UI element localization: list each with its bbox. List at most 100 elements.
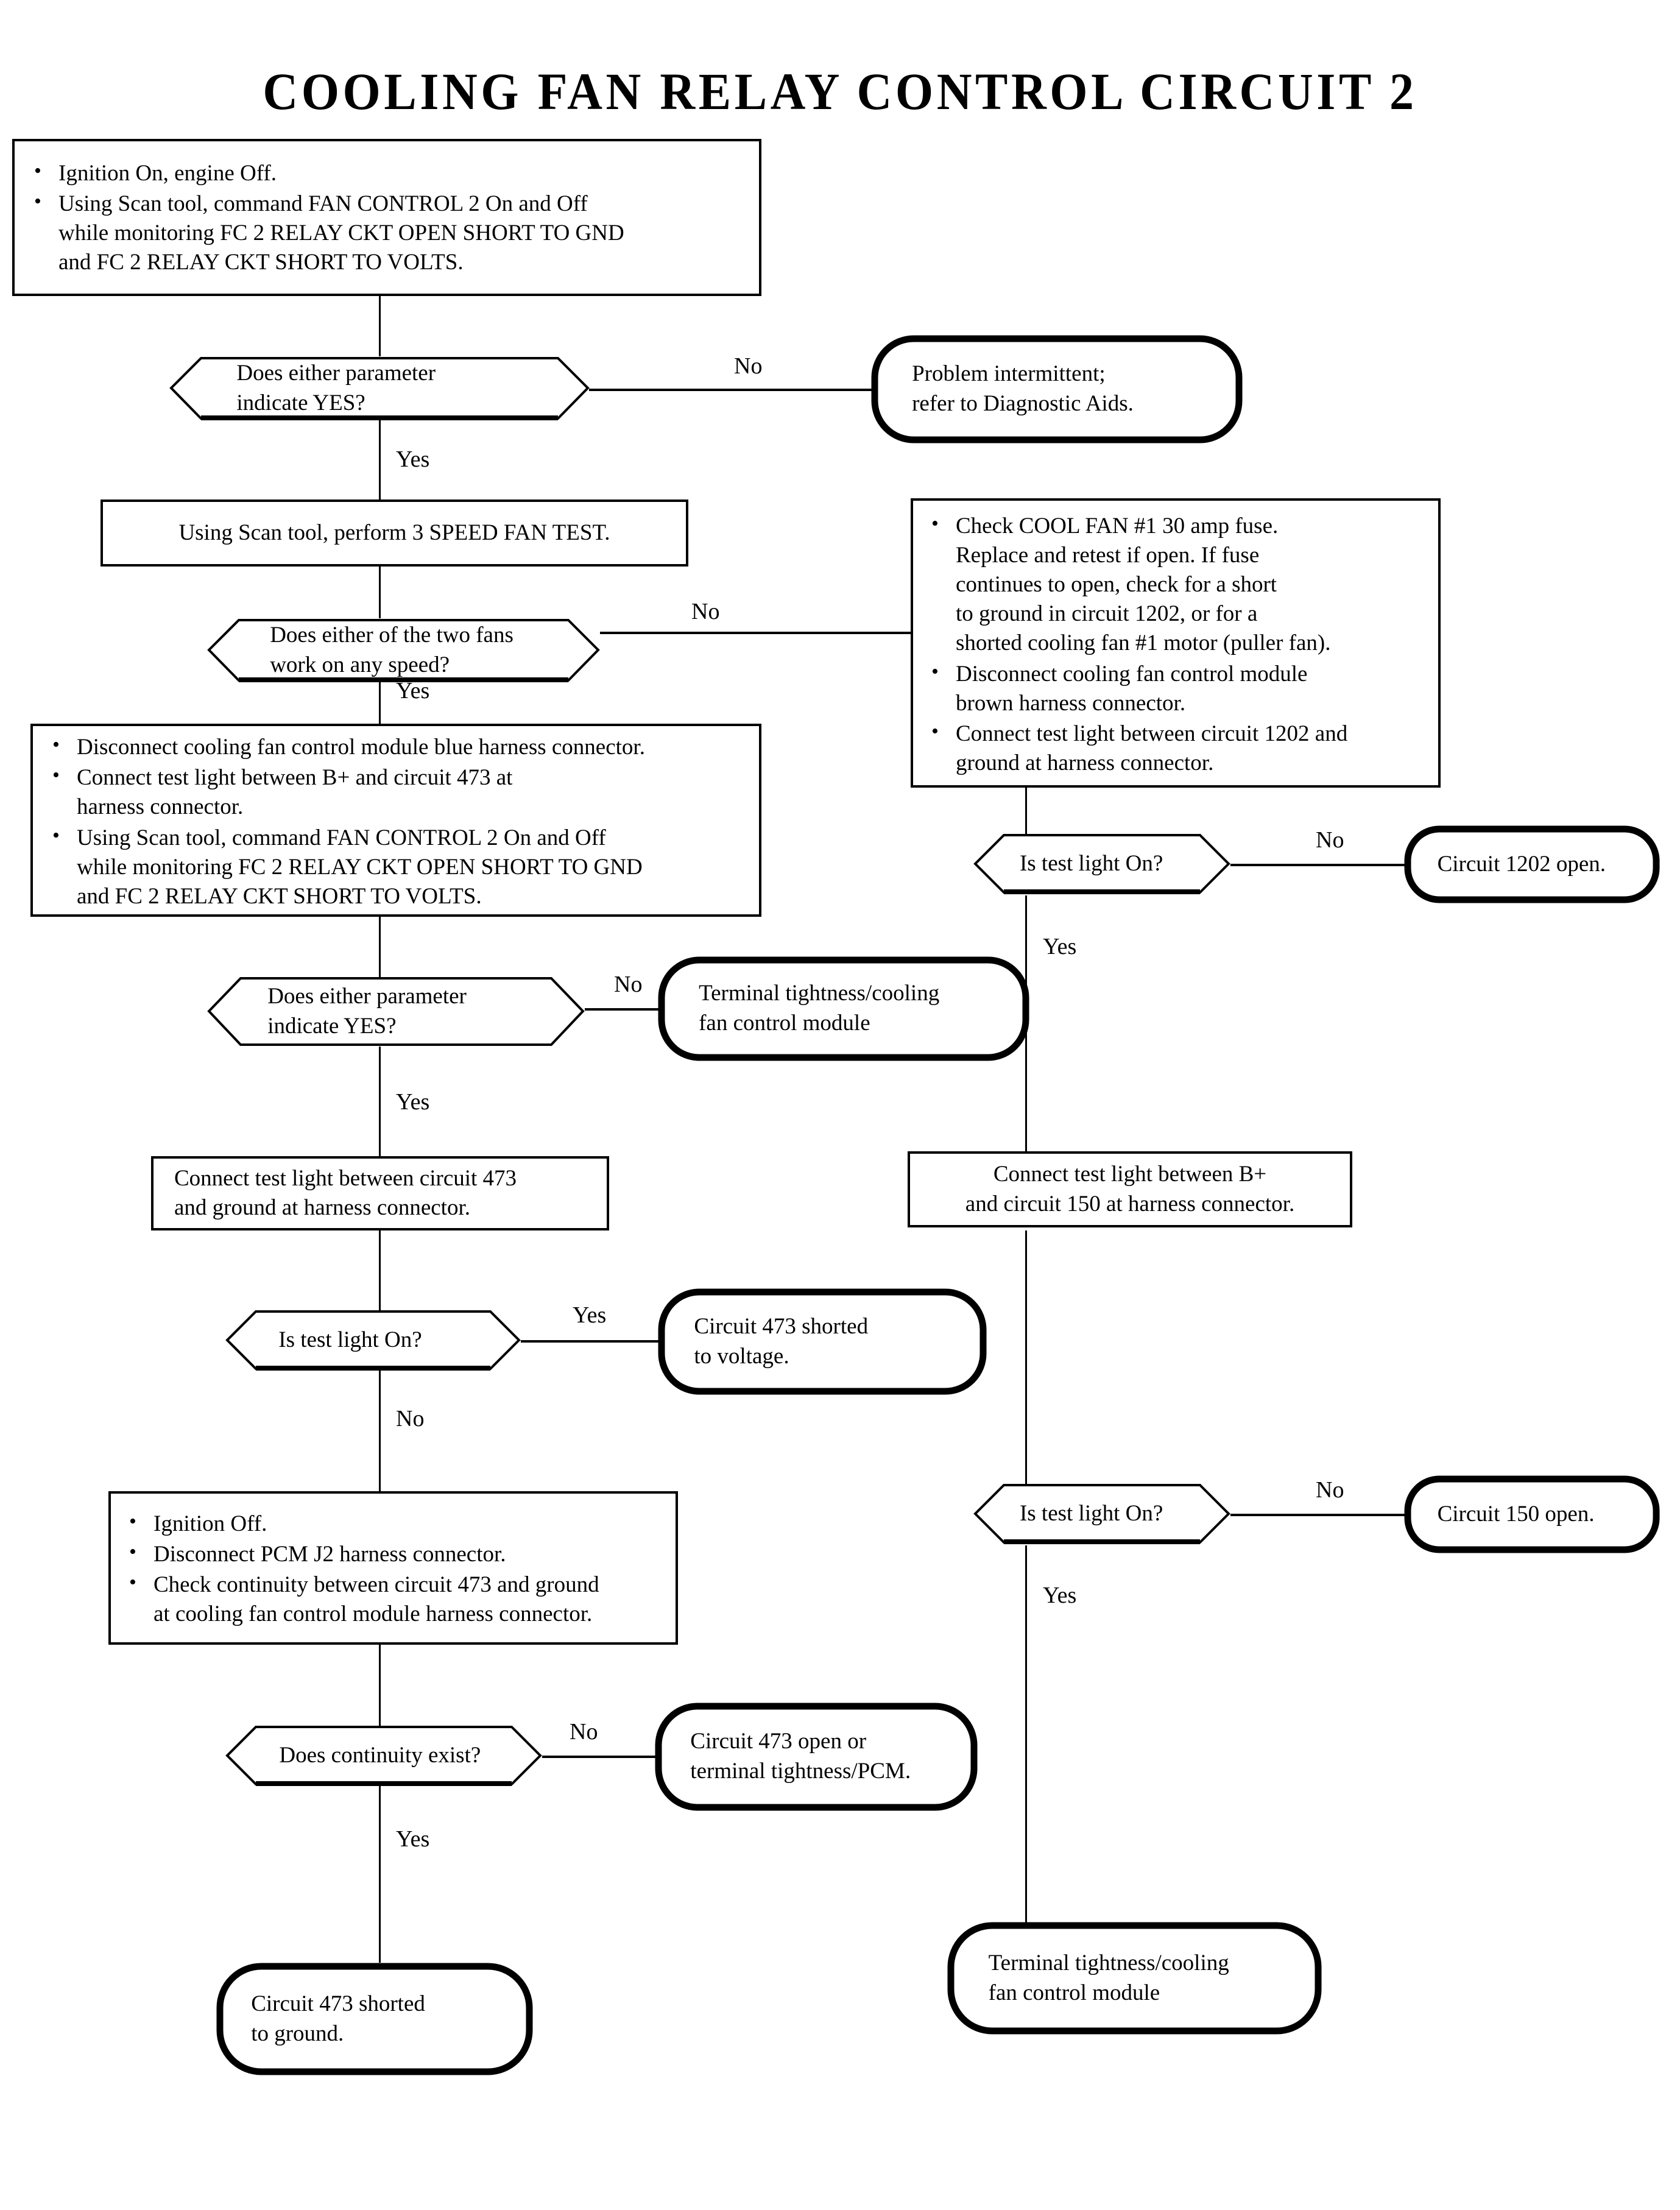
terminal-label: Circuit 150 open.: [1437, 1501, 1595, 1527]
decision-label: Is test light On?: [278, 1327, 422, 1352]
terminal-label: Circuit 1202 open.: [1437, 851, 1606, 877]
connector-d7-t7: [379, 1786, 381, 1963]
connector-d2-n3: [600, 632, 911, 634]
edge-label-d5-no: No: [396, 1406, 425, 1432]
hexagon-shape: [973, 1484, 1230, 1544]
bullet-item: Using Scan tool, command FAN CONTROL 2 O…: [24, 188, 747, 277]
terminal-terminal-tightness-2: Terminal tightness/cooling fan control m…: [947, 1922, 1322, 2035]
rounded-terminal-shape: [1404, 1475, 1660, 1553]
edge-label-d7-yes: Yes: [396, 1826, 430, 1852]
decision-test-light-on-150: Is test light On?: [973, 1483, 1230, 1544]
process-label: Using Scan tool, perform 3 SPEED FAN TES…: [178, 520, 610, 545]
terminal-label: Circuit 473 shorted to voltage.: [694, 1313, 869, 1369]
bullet-item: Check COOL FAN #1 30 amp fuse. Replace a…: [922, 510, 1427, 658]
connector-d1-n2: [379, 420, 381, 500]
terminal-circuit-1202-open: Circuit 1202 open.: [1404, 825, 1660, 903]
edge-label-d1-no: No: [734, 353, 763, 379]
connector-d4-t3: [585, 1008, 667, 1011]
decision-label: Does either parameter indicate YES?: [236, 360, 436, 415]
bullet-item: Check continuity between circuit 473 and…: [119, 1569, 666, 1629]
edge-label-d6-yes: Yes: [1043, 1583, 1077, 1608]
decision-label: Does continuity exist?: [279, 1742, 481, 1768]
hexagon-shape: [207, 619, 600, 682]
connector-d6-t8: [1025, 1545, 1027, 1923]
process-box-initial-conditions: Ignition On, engine Off. Using Scan tool…: [12, 139, 761, 296]
connector-n6-d6: [1025, 1230, 1027, 1492]
terminal-label: Circuit 473 shorted to ground.: [251, 1991, 425, 2046]
terminal-circuit-473-open-pcm: Circuit 473 open or terminal tightness/P…: [655, 1703, 978, 1811]
terminal-label: Terminal tightness/cooling fan control m…: [988, 1950, 1229, 2005]
process-label: Connect test light between B+ and circui…: [965, 1162, 1295, 1216]
decision-label: Is test light On?: [1019, 1500, 1163, 1526]
bullet-item: Ignition Off.: [119, 1508, 666, 1539]
process-box-check-continuity: Ignition Off. Disconnect PCM J2 harness …: [108, 1491, 678, 1645]
edge-label-d3-yes: Yes: [1043, 934, 1077, 959]
rounded-terminal-shape: [216, 1963, 533, 2075]
connector-d4-n5: [379, 1047, 381, 1156]
terminal-circuit-473-shorted-voltage: Circuit 473 shorted to voltage.: [658, 1288, 987, 1395]
connector-n2-d2: [379, 567, 381, 618]
connector-n1-d1: [379, 295, 381, 356]
edge-label-d3-no: No: [1316, 827, 1344, 853]
connector-d1-t1: [589, 389, 872, 391]
terminal-label: Circuit 473 open or terminal tightness/P…: [690, 1729, 911, 1784]
hexagon-shape: [225, 1726, 542, 1786]
edge-label-d6-no: No: [1316, 1477, 1344, 1503]
edge-label-d1-yes: Yes: [396, 447, 430, 472]
terminal-label: Problem intermittent; refer to Diagnosti…: [912, 361, 1134, 416]
rounded-terminal-shape: [655, 1703, 978, 1811]
rounded-terminal-shape: [658, 956, 1029, 1061]
decision-either-fan-works: Does either of the two fans work on any …: [207, 618, 600, 682]
decision-label: Does either of the two fans work on any …: [270, 622, 514, 677]
page-title: COOLING FAN RELAY CONTROL CIRCUIT 2: [263, 62, 1417, 121]
decision-test-light-on-473: Is test light On?: [225, 1310, 521, 1371]
process-box-test-light-473-ground: Connect test light between circuit 473 a…: [151, 1156, 609, 1230]
connector-n7-d7: [379, 1645, 381, 1757]
bullet-item: Using Scan tool, command FAN CONTROL 2 O…: [43, 822, 748, 911]
connector-n5-d5: [379, 1230, 381, 1322]
rounded-terminal-shape: [871, 335, 1243, 443]
decision-label: Is test light On?: [1019, 850, 1163, 876]
bullet-item: Ignition On, engine Off.: [24, 158, 747, 188]
terminal-circuit-150-open: Circuit 150 open.: [1404, 1475, 1660, 1553]
bullet-item: Disconnect cooling fan control module br…: [922, 658, 1427, 718]
hexagon-shape: [973, 834, 1230, 894]
connector-d3-t2: [1230, 864, 1407, 866]
process-label: Connect test light between circuit 473 a…: [174, 1165, 517, 1220]
decision-either-parameter-yes-1: Does either parameter indicate YES?: [169, 356, 590, 420]
decision-test-light-on-1202: Is test light On?: [973, 833, 1230, 894]
edge-label-d7-no: No: [570, 1719, 598, 1745]
terminal-circuit-473-shorted-ground: Circuit 473 shorted to ground.: [216, 1963, 533, 2075]
terminal-problem-intermittent: Problem intermittent; refer to Diagnosti…: [871, 335, 1243, 443]
decision-either-parameter-yes-2: Does either parameter indicate YES?: [207, 976, 585, 1047]
connector-d6-t5: [1230, 1514, 1407, 1516]
hexagon-shape: [169, 357, 590, 420]
process-box-3-speed-fan-test: Using Scan tool, perform 3 SPEED FAN TES…: [101, 500, 688, 567]
hexagon-shape: [207, 977, 585, 1046]
edge-label-d4-no: No: [614, 972, 643, 997]
rounded-terminal-shape: [658, 1288, 987, 1395]
connector-d2-n4: [379, 666, 381, 724]
decision-label: Does either parameter indicate YES?: [267, 983, 467, 1039]
terminal-terminal-tightness-1: Terminal tightness/cooling fan control m…: [658, 956, 1029, 1061]
hexagon-shape: [225, 1310, 521, 1371]
process-box-disconnect-blue-harness: Disconnect cooling fan control module bl…: [30, 724, 761, 917]
bullet-item: Disconnect cooling fan control module bl…: [43, 732, 748, 762]
edge-label-d2-yes: Yes: [396, 678, 430, 704]
bullet-item: Connect test light between circuit 1202 …: [922, 718, 1427, 778]
bullet-item: Connect test light between B+ and circui…: [43, 762, 748, 822]
bullet-item: Disconnect PCM J2 harness connector.: [119, 1539, 666, 1569]
connector-n4-d4: [379, 917, 381, 984]
connector-d5-t4: [521, 1340, 661, 1343]
process-box-test-light-b-plus-150: Connect test light between B+ and circui…: [908, 1151, 1352, 1227]
connector-n3-d3: [1025, 786, 1027, 853]
connector-d7-t6: [542, 1756, 658, 1758]
edge-label-d5-yes: Yes: [573, 1302, 607, 1328]
rounded-terminal-shape: [1404, 825, 1660, 903]
rounded-terminal-shape: [947, 1922, 1322, 2035]
edge-label-d2-no: No: [691, 599, 720, 624]
edge-label-d4-yes: Yes: [396, 1089, 430, 1115]
decision-does-continuity-exist: Does continuity exist?: [225, 1725, 542, 1786]
connector-d5-n7: [379, 1371, 381, 1492]
